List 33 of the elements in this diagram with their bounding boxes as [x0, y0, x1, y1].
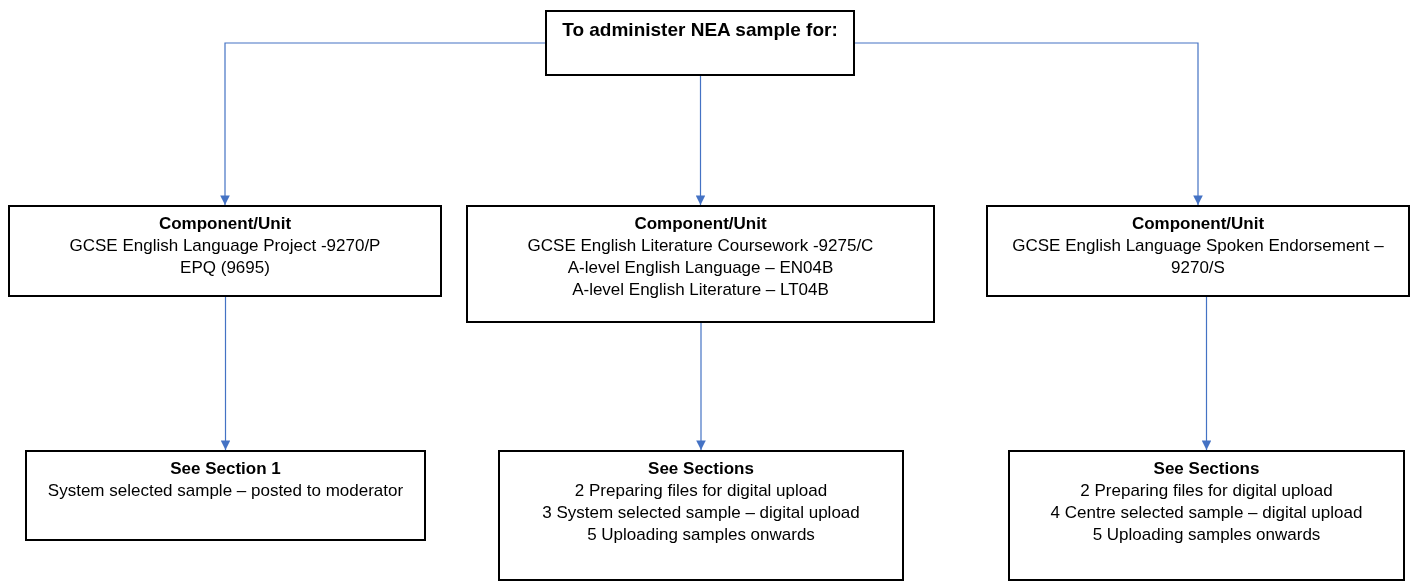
connector-arrow	[220, 42, 546, 206]
box-text: 5 Uploading samples onwards	[586, 524, 816, 546]
connector-arrow	[1201, 296, 1212, 451]
box-heading: Component/Unit	[633, 213, 768, 235]
process-box	[1008, 450, 1405, 581]
process-box	[8, 205, 442, 297]
box-heading: See Sections	[647, 458, 755, 480]
connector-arrow	[696, 322, 706, 451]
box-heading: To administer NEA sample for:	[561, 18, 839, 42]
box-text: 3 System selected sample – digital upload	[541, 502, 861, 524]
box-text: EPQ (9695)	[179, 257, 271, 279]
box-text: 5 Uploading samples onwards	[1091, 524, 1322, 546]
process-box	[25, 450, 426, 541]
process-box	[986, 205, 1410, 297]
box-text: 2 Preparing files for digital upload	[573, 480, 829, 502]
box-text: A-level English Language – EN04B	[566, 257, 835, 279]
box-text: GCSE English Language Project -9270/P	[68, 235, 382, 257]
process-box	[498, 450, 904, 581]
box-text: 4 Centre selected sample – digital upload	[1049, 502, 1364, 524]
box-text: System selected sample – posted to moderator	[46, 480, 405, 502]
box-text: A-level English Literature – LT04B	[571, 279, 830, 301]
box-heading: Component/Unit	[1130, 213, 1266, 235]
connector-arrow	[695, 75, 706, 206]
box-text: GCSE English Language Spoken Endorsement – 9270/S	[1011, 235, 1385, 279]
box-text: 2 Preparing files for digital upload	[1079, 480, 1334, 502]
connector-arrow	[854, 42, 1203, 206]
box-heading: See Section 1	[169, 458, 282, 480]
box-heading: See Sections	[1152, 458, 1261, 480]
box-heading: Component/Unit	[157, 213, 293, 235]
connector-arrow	[220, 296, 231, 451]
box-text: GCSE English Literature Coursework -9275/C	[526, 235, 875, 257]
start-box	[545, 10, 855, 76]
process-box	[466, 205, 935, 323]
